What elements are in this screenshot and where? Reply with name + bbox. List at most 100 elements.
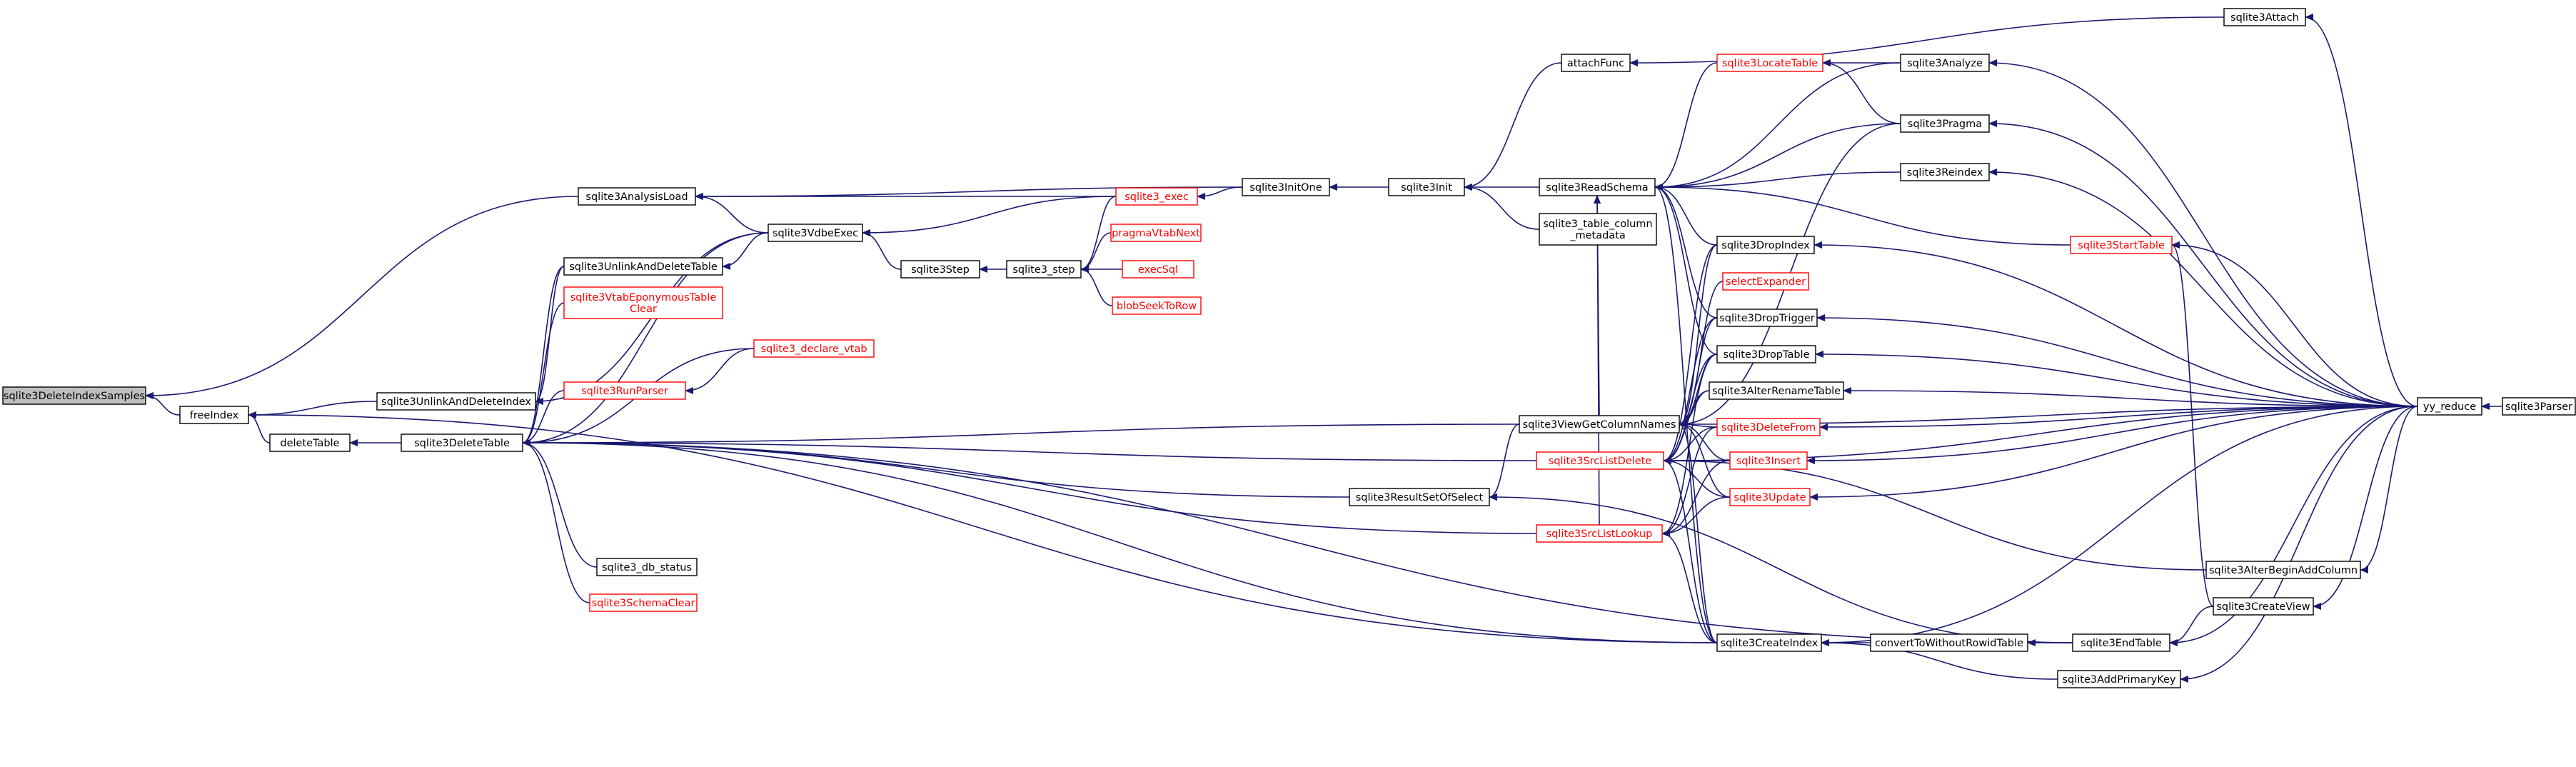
edge-layer <box>145 14 2502 683</box>
node-select-expander[interactable]: selectExpander <box>1722 272 1809 291</box>
node-sqlite3-analysis-load[interactable]: sqlite3AnalysisLoad <box>578 187 696 206</box>
edge-vdbe-exec-to-delete-table <box>522 232 769 446</box>
node-sqlite3-src-list-delete[interactable]: sqlite3SrcListDelete <box>1536 451 1664 470</box>
node-label: sqlite3_declare_vtab <box>760 344 867 355</box>
node-sqlite3-drop-index[interactable]: sqlite3DropIndex <box>1716 236 1815 254</box>
node-label: sqlite3ReadSchema <box>1546 182 1648 194</box>
edge-create-index-to-free-index <box>248 411 1718 643</box>
node-pragma-vtab-next[interactable]: pragmaVtabNext <box>1110 224 1202 242</box>
node-sqlite3-delete-index-samples[interactable]: sqlite3DeleteIndexSamples <box>2 386 146 405</box>
node-sqlite3-delete-table[interactable]: sqlite3DeleteTable <box>401 433 523 452</box>
node-sqlite3-drop-trigger[interactable]: sqlite3DropTrigger <box>1716 309 1818 327</box>
node-sqlite3-end-table[interactable]: sqlite3EndTable <box>2072 633 2170 652</box>
edge-schema-clear-to-delete-table <box>522 439 590 603</box>
node-label: sqlite3AlterBeginAddColumn <box>2209 565 2358 576</box>
node-sqlite3-unlink-and-delete-index[interactable]: sqlite3UnlinkAndDeleteIndex <box>376 392 536 411</box>
edge-free-index-to-root <box>145 392 181 416</box>
edge-yy-reduce-to-drop-index <box>1813 241 2418 407</box>
node-label: sqlite3_exec <box>1125 191 1189 203</box>
node-sqlite3-vdbe-exec[interactable]: sqlite3VdbeExec <box>768 224 863 242</box>
edge-yy-reduce-to-create-view <box>2313 406 2418 610</box>
edge-yy-reduce-to-update <box>1809 406 2418 501</box>
edge-drop-index-to-src-list-delete <box>1663 244 1718 464</box>
node-label: selectExpander <box>1726 276 1806 288</box>
node-sqlite3-init-one[interactable]: sqlite3InitOne <box>1242 178 1330 196</box>
node-box <box>1122 260 1194 279</box>
edge-create-index-to-src-list-lookup <box>1661 530 1718 643</box>
node-box <box>2213 597 2314 616</box>
node-sqlite3-result-set-of-select[interactable]: sqlite3ResultSetOfSelect <box>1349 488 1490 506</box>
edge-drop-table-to-read-schema <box>1654 184 1718 355</box>
node-sqlite3-delete-from[interactable]: sqlite3DeleteFrom <box>1716 418 1821 436</box>
node-box <box>1709 381 1844 400</box>
node-label: freeIndex <box>190 410 239 421</box>
node-sqlite3-db-status[interactable]: sqlite3_db_status <box>596 558 698 576</box>
node-sqlite3-add-primary-key[interactable]: sqlite3AddPrimaryKey <box>2057 670 2181 688</box>
node-label: sqlite3Parser <box>2505 401 2572 413</box>
node-sqlite3-update[interactable]: sqlite3Update <box>1729 488 1811 506</box>
node-box <box>1115 187 1198 206</box>
node-box <box>2070 236 2173 254</box>
edge-src-list-delete-to-delete-table <box>522 439 1537 461</box>
node-sqlite3-attach[interactable]: sqlite3Attach <box>2223 8 2306 26</box>
node-sqlite3-unlink-and-delete-table[interactable]: sqlite3UnlinkAndDeleteTable <box>563 257 723 276</box>
edge-step-to-vdbe-exec <box>862 229 902 270</box>
node-sqlite3-alter-rename-table[interactable]: sqlite3AlterRenameTable <box>1709 381 1844 400</box>
node-exec-sql[interactable]: execSql <box>1122 260 1194 279</box>
node-sqlite3-parser[interactable]: sqlite3Parser <box>2502 397 2576 416</box>
node-label: sqlite3Init <box>1401 182 1452 194</box>
node-blob-seek-to-row[interactable]: blobSeekToRow <box>1112 296 1202 315</box>
node-sqlite3-create-view[interactable]: sqlite3CreateView <box>2213 597 2314 616</box>
edge-yy-reduce-to-start-table <box>2171 241 2418 407</box>
node-sqlite3-analyze[interactable]: sqlite3Analyze <box>1900 54 1990 72</box>
node-free-index[interactable]: freeIndex <box>179 406 249 424</box>
node-attach-func[interactable]: attachFunc <box>1561 54 1631 72</box>
node-box <box>269 433 351 452</box>
node-sqlite3-src-list-lookup[interactable]: sqlite3SrcListLookup <box>1536 524 1663 543</box>
edge-delete-table-to-free-index <box>248 411 271 443</box>
node-sqlite3-table-column-metadata[interactable]: sqlite3_table_column_metadata <box>1539 213 1657 246</box>
node-label: sqlite3_step <box>1012 264 1075 276</box>
node-sqlite3-start-table[interactable]: sqlite3StartTable <box>2070 236 2173 254</box>
edge-exec-to-step <box>1080 196 1117 273</box>
node-convert-to-without-rowid-table[interactable]: convertToWithoutRowidTable <box>1870 633 2028 652</box>
edge-yy-reduce-to-attach <box>2305 14 2418 407</box>
node-sqlite3-locate-table[interactable]: sqlite3LocateTable <box>1716 54 1823 72</box>
node-label: convertToWithoutRowidTable <box>1875 638 2023 649</box>
node-sqlite3-schema-clear[interactable]: sqlite3SchemaClear <box>589 593 698 612</box>
node-sqlite3-create-index[interactable]: sqlite3CreateIndex <box>1716 633 1822 652</box>
node-sqlite3-read-schema[interactable]: sqlite3ReadSchema <box>1539 178 1656 196</box>
node-label: attachFunc <box>1567 58 1624 69</box>
edge-db-status-to-delete-table <box>522 439 598 568</box>
node-sqlite3-exec[interactable]: sqlite3_exec <box>1115 187 1198 206</box>
node-sqlite3-pragma[interactable]: sqlite3Pragma <box>1900 114 1990 133</box>
node-sqlite3-step[interactable]: sqlite3Step <box>900 260 980 279</box>
node-label: yy_reduce <box>2423 401 2476 413</box>
node-sqlite3-run-parser[interactable]: sqlite3RunParser <box>563 381 686 400</box>
node-delete-table[interactable]: deleteTable <box>269 433 351 452</box>
node-box <box>753 339 875 358</box>
node-label: sqlite3EndTable <box>2081 638 2162 649</box>
node-box <box>1519 415 1680 433</box>
node-sqlite3-alter-begin-add-column[interactable]: sqlite3AlterBeginAddColumn <box>2205 561 2361 579</box>
node-sqlite3-init[interactable]: sqlite3Init <box>1388 178 1465 196</box>
edge-yy-reduce-to-create-index <box>1821 406 2418 646</box>
node-box <box>1900 163 1990 181</box>
edge-end-table-to-result-set-of-select <box>1489 493 2073 643</box>
node-sqlite3-insert[interactable]: sqlite3Insert <box>1729 451 1808 470</box>
node-label: sqlite3DropTable <box>1723 349 1809 361</box>
node-sqlite3-drop-table[interactable]: sqlite3DropTable <box>1716 345 1816 364</box>
node-label: execSql <box>1138 264 1178 276</box>
node-sqlite3-declare-vtab[interactable]: sqlite3_declare_vtab <box>753 339 875 358</box>
node-sqlite3-step[interactable]: sqlite3_step <box>1006 260 1082 279</box>
node-label: sqlite3CreateIndex <box>1721 638 1818 649</box>
node-sqlite3-reindex[interactable]: sqlite3Reindex <box>1900 163 1990 181</box>
edge-vtab-eponymous-to-delete-table <box>522 302 565 446</box>
node-yy-reduce[interactable]: yy_reduce <box>2417 397 2482 416</box>
edge-drop-table-to-src-list-lookup <box>1661 354 1718 537</box>
node-box <box>1349 488 1490 506</box>
node-label: sqlite3StartTable <box>2078 240 2165 251</box>
edge-src-list-lookup-to-read-schema <box>1594 195 1601 526</box>
node-sqlite3-view-get-column-names[interactable]: sqlite3ViewGetColumnNames <box>1519 415 1680 433</box>
